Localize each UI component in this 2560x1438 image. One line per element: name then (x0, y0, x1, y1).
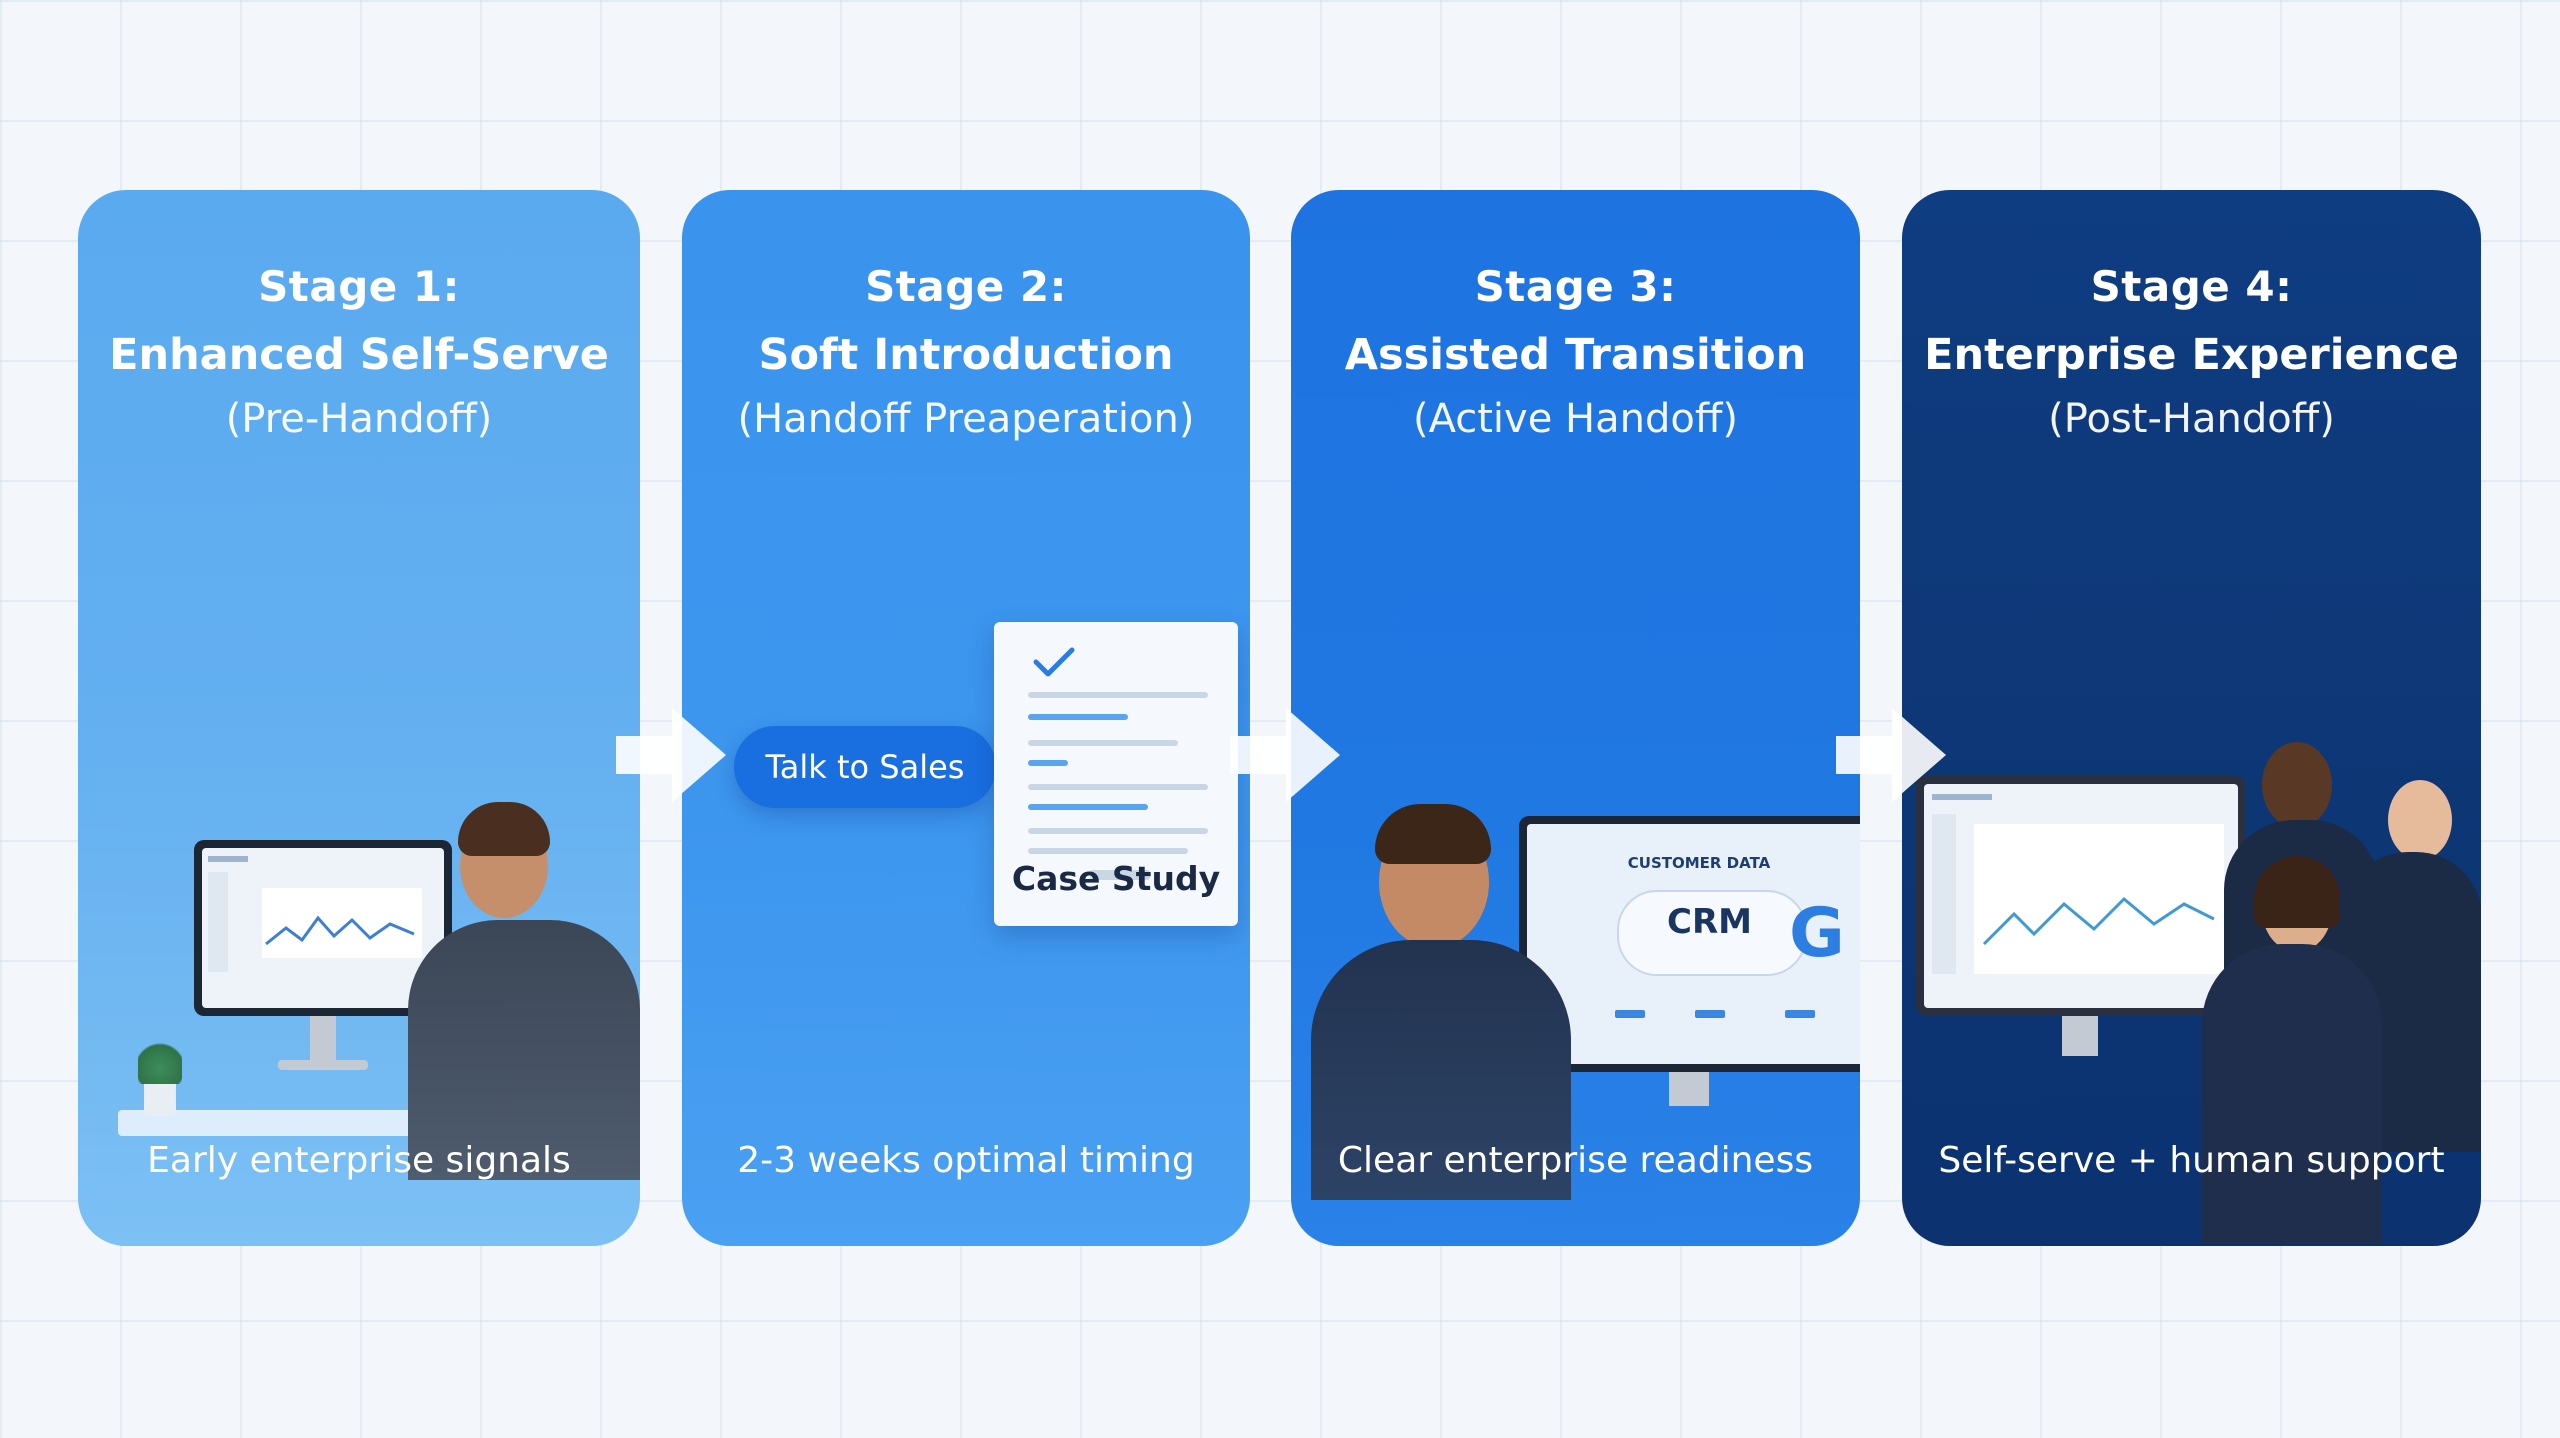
crm-screen-letter: G (1789, 894, 1845, 973)
stage-4-footer: Self-serve + human support (1938, 1140, 2445, 1181)
stage-4-title: Enterprise Experience (1924, 330, 2459, 380)
desktop-monitor (194, 840, 452, 1016)
arrow-right-icon (1836, 708, 1946, 802)
stage-2-label: Stage 2: (865, 262, 1067, 311)
person-body (408, 920, 640, 1180)
stage-1-illustration (78, 520, 640, 1180)
stage-1-subtitle: (Pre-Handoff) (225, 396, 493, 442)
person-head (2262, 742, 2332, 828)
stage-1-footer: Early enterprise signals (147, 1140, 571, 1181)
stage-4-card: Stage 4: Enterprise Experience (Post-Han… (1902, 190, 2481, 1246)
crm-screen-title: CRM (1667, 902, 1752, 942)
stage-3-footer: Clear enterprise readiness (1337, 1140, 1814, 1181)
person-body (2202, 944, 2382, 1244)
stage-3-subtitle: (Active Handoff) (1412, 396, 1739, 442)
stage-4-label: Stage 4: (2090, 262, 2293, 311)
crm-screen-header: CUSTOMER DATA (1627, 854, 1771, 872)
stage-2-footer: 2-3 weeks optimal timing (737, 1140, 1195, 1181)
person-head (2388, 780, 2452, 860)
stage-1-label: Stage 1: (258, 262, 460, 311)
arrow-right-icon (1230, 708, 1340, 802)
stage-2-title: Soft Introduction (758, 330, 1174, 380)
checkmark-icon (1033, 647, 1075, 677)
person-body (1311, 940, 1571, 1200)
stage-2-card: Stage 2: Soft Introduction (Handoff Prea… (682, 190, 1250, 1246)
stage-4-illustration (1902, 520, 2481, 1244)
arrow-right-icon (616, 708, 726, 802)
stage-2-subtitle: (Handoff Preaperation) (737, 396, 1195, 442)
talk-to-sales-button[interactable]: Talk to Sales (734, 726, 996, 808)
stage-3-title: Assisted Transition (1344, 330, 1807, 380)
case-study-label: Case Study (1011, 859, 1221, 898)
stage-1-card: Stage 1: Enhanced Self-Serve (Pre-Handof… (78, 190, 640, 1246)
stage-3-label: Stage 3: (1474, 262, 1677, 311)
stage-3-illustration: CUSTOMER DATA CRM G (1291, 520, 1860, 1200)
stage-1-title: Enhanced Self-Serve (109, 330, 609, 380)
stage-4-subtitle: (Post-Handoff) (2048, 396, 2335, 442)
crm-monitor: CUSTOMER DATA CRM G (1519, 816, 1860, 1072)
stage-3-card: Stage 3: Assisted Transition (Active Han… (1291, 190, 1860, 1246)
team-monitor (1916, 776, 2246, 1016)
case-study-document: Case Study (994, 622, 1238, 926)
